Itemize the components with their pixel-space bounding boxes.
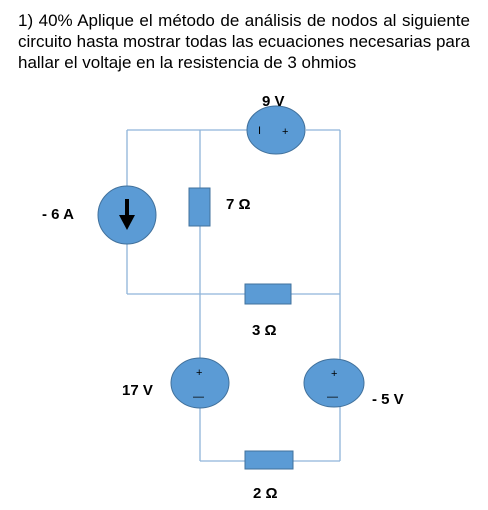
positive-terminal-sign: + <box>282 126 288 138</box>
voltage-source-17v: + — <box>170 357 230 409</box>
arrow-down-icon <box>119 199 135 230</box>
resistor-2-ohm <box>244 450 294 470</box>
label-2-ohm: 2 Ω <box>253 485 278 502</box>
voltage-source-5v: + — <box>303 358 365 408</box>
label-17v: 17 V <box>122 382 153 399</box>
label-9v: 9 V <box>262 93 285 110</box>
negative-terminal-sign: — <box>327 391 338 403</box>
resistor-3-ohm <box>244 283 292 305</box>
resistor-7-ohm <box>188 187 211 227</box>
label-current-source: - 6 A <box>42 206 74 223</box>
wires <box>126 129 341 462</box>
current-source <box>97 185 157 245</box>
positive-terminal-sign: + <box>196 367 202 379</box>
problem-text: 1) 40% Aplique el método de análisis de … <box>18 11 470 72</box>
label-7-ohm: 7 Ω <box>226 196 251 213</box>
negative-terminal-sign: I <box>258 125 261 137</box>
label-3-ohm: 3 Ω <box>252 322 277 339</box>
negative-terminal-sign: — <box>193 391 204 403</box>
label-minus-5v: - 5 V <box>372 391 404 408</box>
voltage-source-9v: I + <box>246 105 306 155</box>
positive-terminal-sign: + <box>331 368 337 380</box>
problem-statement: 1) 40% Aplique el método de análisis de … <box>18 10 470 73</box>
